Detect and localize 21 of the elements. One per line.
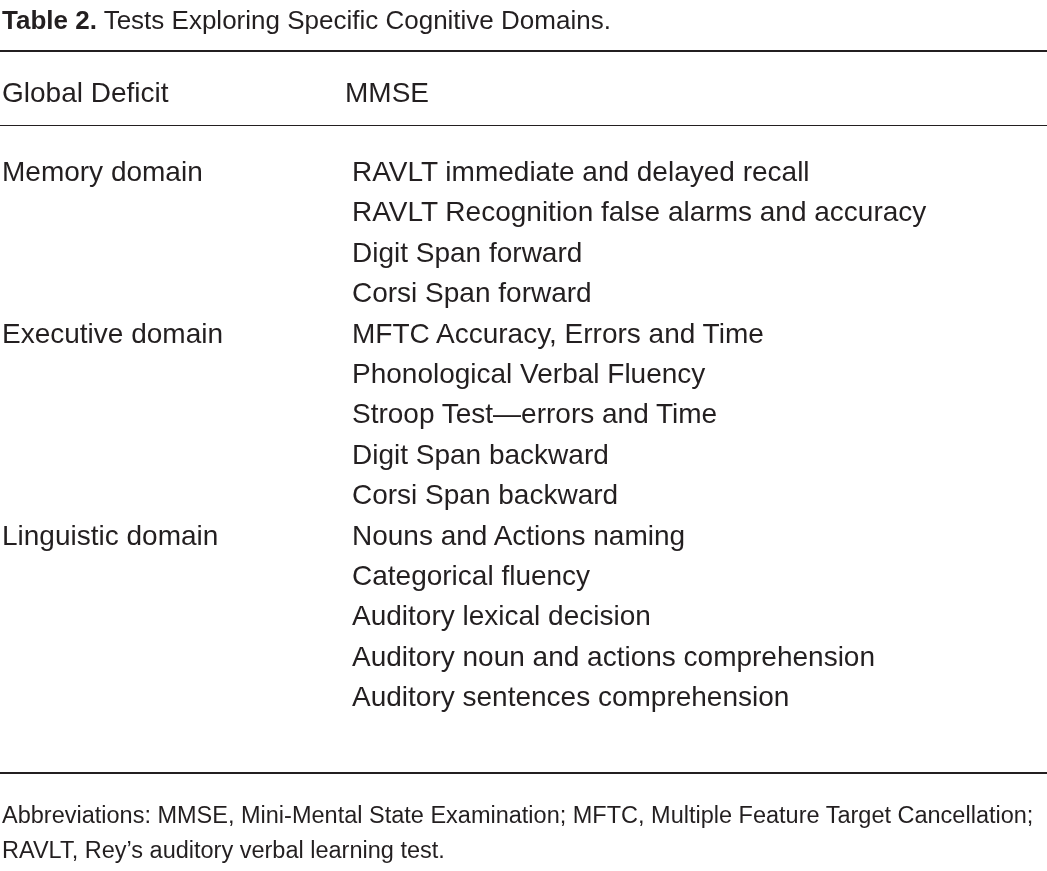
test-cell: MFTC Accuracy, Errors and Time [352,316,764,351]
test-cell: Nouns and Actions naming [352,518,686,553]
test-cell: Categorical fluency [352,559,591,593]
domain-cell: Memory domain [2,155,203,189]
test-cell: Corsi Span forward [352,276,592,311]
domain-cell: Executive domain [2,316,223,351]
test-cell: Auditory lexical decision [352,599,651,634]
test-cell: Digit Span backward [352,437,609,472]
test-cell: RAVLT Recognition false alarms and accuracy [352,195,927,230]
column-header: MMSE [345,76,429,110]
test-cell: Auditory sentences comprehension [352,680,790,715]
table-title: Table 2. Tests Exploring Specific Cognitive Domains. [2,4,611,36]
column-header: Global Deficit [2,76,169,110]
domain-cell: Linguistic domain [2,518,219,553]
test-cell: Auditory noun and actions comprehension [352,639,875,674]
test-cell: Corsi Span backward [352,478,619,513]
test-cell: Stroop Test—errors and Time [352,397,718,432]
test-cell: Phonological Verbal Fluency [352,357,706,391]
table-footnote: Abbreviations: MMSE, Mini-Mental State Examination; MFTC, Multiple Feature Target Cancellation; RAVLT, Rey’s auditory verbal learning test. [2,801,1035,865]
test-cell: Digit Span forward [352,235,583,270]
test-cell: RAVLT immediate and delayed recall [352,155,810,189]
